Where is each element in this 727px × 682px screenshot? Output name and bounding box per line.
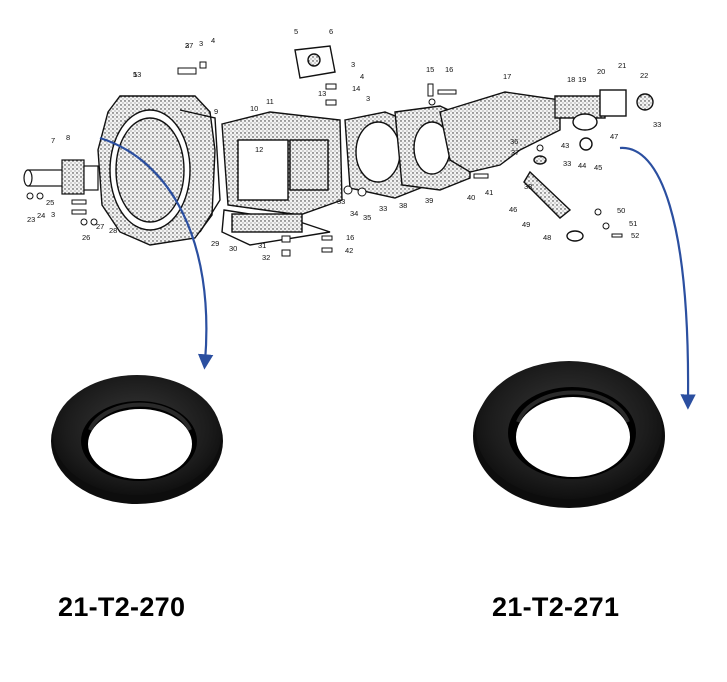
callout-15: 15	[426, 65, 434, 74]
callout-43: 43	[561, 141, 569, 150]
callout-5: 5	[294, 27, 298, 36]
callout-4: 4	[360, 72, 364, 81]
callout-24: 24	[37, 211, 45, 220]
callout-1: 1	[133, 70, 137, 79]
callout-14: 14	[352, 84, 360, 93]
callout-48: 48	[543, 233, 551, 242]
callout-4: 4	[211, 36, 215, 45]
callout-6: 6	[329, 27, 333, 36]
callout-32: 32	[262, 253, 270, 262]
callout-28: 28	[109, 226, 117, 235]
callout-33: 33	[653, 120, 661, 129]
callout-9: 9	[214, 107, 218, 116]
callout-53: 53	[133, 70, 141, 79]
callout-30: 30	[229, 244, 237, 253]
callout-33: 33	[563, 159, 571, 168]
callout-3: 3	[366, 94, 370, 103]
callout-8: 8	[66, 133, 70, 142]
callout-41: 41	[485, 188, 493, 197]
arrow-right	[619, 146, 696, 410]
callout-47: 47	[610, 132, 618, 141]
input-shaft	[23, 159, 99, 195]
callout-39: 39	[425, 196, 433, 205]
arrow-left	[99, 136, 214, 370]
callout-35: 35	[363, 213, 371, 222]
callout-50: 50	[617, 206, 625, 215]
callout-40: 40	[467, 193, 475, 202]
callout-51: 51	[629, 219, 637, 228]
seal-left	[51, 375, 223, 504]
part-number-left: 21-T2-270	[58, 592, 186, 622]
callout-20: 20	[597, 67, 605, 76]
callout-42: 42	[345, 246, 353, 255]
callout-16: 16	[346, 233, 354, 242]
callout-19: 19	[578, 75, 586, 84]
callout-3: 3	[351, 60, 355, 69]
callout-29: 29	[211, 239, 219, 248]
callout-3: 3	[51, 210, 55, 219]
callout-26: 26	[82, 233, 90, 242]
seal-right	[473, 361, 665, 508]
callout-33: 33	[379, 204, 387, 213]
callout-7: 7	[51, 136, 55, 145]
callout-16: 16	[445, 65, 453, 74]
hardware-bolts	[26, 61, 623, 257]
callout-49: 49	[522, 220, 530, 229]
callout-33: 33	[337, 197, 345, 206]
adapter-housing	[344, 105, 471, 199]
part-number-right: 21-T2-271	[492, 592, 620, 622]
callout-2: 2	[185, 41, 189, 50]
callout-38: 38	[524, 182, 532, 191]
callout-11: 11	[266, 97, 274, 106]
gearbox-case	[221, 45, 343, 246]
rear-extension	[439, 89, 654, 242]
callout-38: 38	[399, 201, 407, 210]
callout-45: 45	[594, 163, 602, 172]
callout-13: 13	[318, 89, 326, 98]
callout-10: 10	[250, 104, 258, 113]
callout-37: 37	[511, 148, 519, 157]
callout-23: 23	[27, 215, 35, 224]
callout-12: 12	[255, 145, 263, 154]
callout-18: 18	[567, 75, 575, 84]
callout-34: 34	[350, 209, 358, 218]
callout-44: 44	[578, 161, 586, 170]
callout-27: 27	[96, 222, 104, 231]
callout-21: 21	[618, 61, 626, 70]
callout-52: 52	[631, 231, 639, 240]
callout-46: 46	[509, 205, 517, 214]
callout-17: 17	[503, 72, 511, 81]
callout-36: 36	[510, 137, 518, 146]
callout-22: 22	[640, 71, 648, 80]
callout-37: 37	[185, 41, 193, 50]
callout-31: 31	[258, 241, 266, 250]
bell-housing	[97, 95, 221, 246]
callout-3: 3	[199, 39, 203, 48]
callout-25: 25	[46, 198, 54, 207]
